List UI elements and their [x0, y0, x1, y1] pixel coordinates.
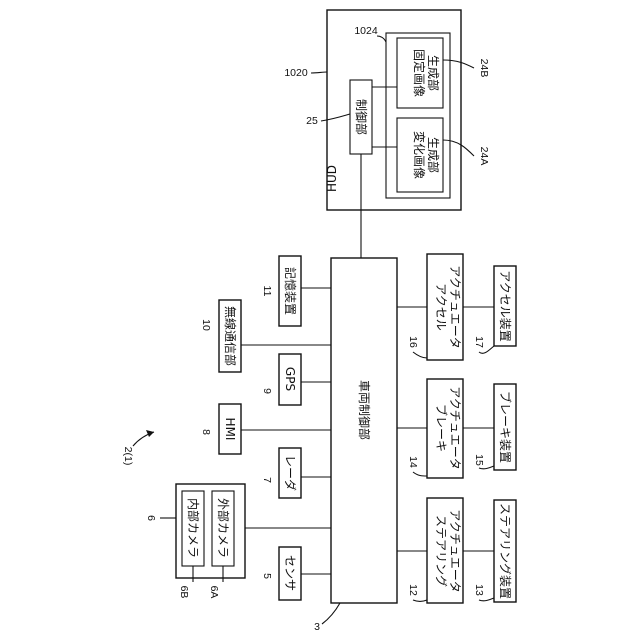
- radar-label: レーダ: [283, 455, 298, 491]
- fixed-image-generator-line1: 固定画像: [412, 49, 427, 97]
- accel-actuator-number: 16: [407, 336, 419, 348]
- vehicle-control-number: 3: [314, 621, 320, 633]
- hmi-label: HMI: [223, 418, 237, 441]
- camera-group-number: 6: [145, 515, 157, 521]
- gps-label: GPS: [283, 367, 297, 391]
- wireless-number: 10: [200, 319, 212, 331]
- hud-leader: [311, 72, 327, 73]
- image-generator-group-number: 1024: [354, 25, 378, 37]
- sensor-number: 5: [261, 573, 273, 579]
- brake-actuator-number: 14: [407, 456, 419, 468]
- variable-image-generator-line1: 変化画像: [412, 131, 427, 179]
- input-devices: 記憶装置 11 無線通信部 10 GPS 9 HMI 8 レーダ 7 6 内部カ…: [145, 256, 331, 600]
- figure-reference-number: 2(1): [122, 447, 134, 466]
- actuator-chain: アクセル アクチュエータ 16 アクセル装置 17 ブレーキ アクチュエータ 1…: [397, 254, 516, 603]
- steering-device-number: 13: [473, 584, 485, 596]
- variable-image-generator-line2: 生成部: [426, 137, 441, 173]
- hud-number: 1020: [284, 67, 308, 79]
- figure-reference-arrowhead: [146, 430, 154, 437]
- hud-unit: HUD 1020 1024 固定画像 生成部 24B 変化画像 生成部 24A …: [284, 10, 490, 258]
- vehicle-control-label: 車両制御部: [357, 380, 372, 440]
- storage-label: 記憶装置: [283, 267, 298, 315]
- steering-actuator-number: 12: [407, 584, 419, 596]
- hud-controller-number: 25: [306, 115, 318, 127]
- steering-device-label: ステアリング装置: [498, 503, 512, 599]
- fixed-image-generator-number: 24B: [478, 59, 490, 78]
- sensor-label: センサ: [283, 555, 297, 591]
- accel-actuator-line1: アクセル: [434, 283, 448, 330]
- outer-camera-number: 6A: [208, 586, 220, 599]
- radar-number: 7: [261, 477, 273, 483]
- steering-actuator-line1: ステアリング: [434, 515, 448, 587]
- steering-actuator-leader: [413, 600, 427, 602]
- vehicle-control-unit: 車両制御部 3: [314, 258, 397, 633]
- variable-image-generator-number: 24A: [478, 147, 490, 166]
- brake-actuator-leader: [413, 472, 427, 476]
- accel-actuator-leader: [413, 352, 427, 358]
- accel-device-label: アクセル装置: [498, 270, 512, 341]
- accel-device-number: 17: [473, 336, 485, 348]
- vehicle-control-leader: [322, 603, 340, 624]
- wireless-label: 無線通信部: [223, 306, 238, 366]
- storage-number: 11: [261, 286, 273, 297]
- inner-camera-label: 内部カメラ: [186, 498, 201, 558]
- brake-device-label: ブレーキ装置: [498, 391, 513, 463]
- fixed-image-generator-line2: 生成部: [426, 55, 441, 91]
- brake-device-number: 15: [473, 454, 485, 466]
- hud-label: HUD: [325, 165, 339, 192]
- gps-number: 9: [261, 388, 273, 394]
- steering-actuator-line2: アクチュエータ: [448, 509, 462, 592]
- inner-camera-number: 6B: [178, 586, 190, 599]
- figure-reference: 2(1): [122, 430, 154, 465]
- steering-device-leader: [479, 598, 494, 601]
- accel-actuator-line2: アクチュエータ: [448, 265, 462, 348]
- hmi-number: 8: [200, 429, 212, 435]
- hud-controller-label: 制御部: [354, 99, 369, 135]
- brake-device-leader: [479, 466, 494, 469]
- outer-camera-label: 外部カメラ: [216, 498, 231, 558]
- brake-actuator-line2: アクチュエータ: [448, 386, 462, 469]
- brake-actuator-line1: ブレーキ: [434, 404, 449, 452]
